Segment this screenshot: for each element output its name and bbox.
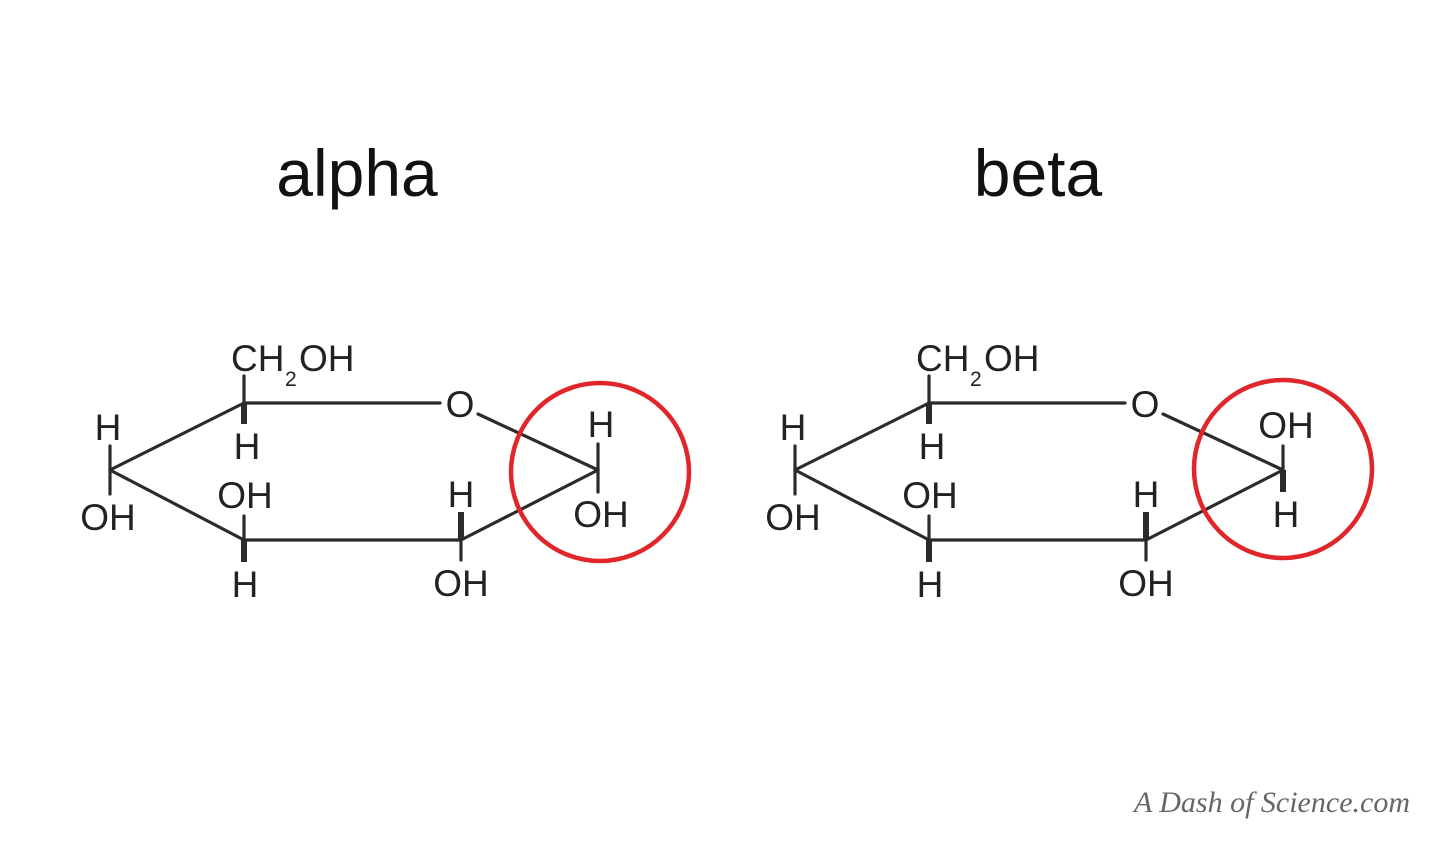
beta-ch2oh-sub: 2 [970,368,982,391]
beta-bond-c4-c3 [793,468,931,542]
beta-ch2oh-oh: OH [984,338,1040,379]
beta-structure: beta CH 2 OH O H OH H OH H H OH OH H [765,136,1375,605]
beta-c3-oh: OH [902,475,958,516]
beta-c2-oh: OH [1118,563,1174,604]
beta-bond-o-c1 [1161,412,1285,472]
alpha-bond-c4-c3 [108,468,246,542]
alpha-c4-oh: OH [80,497,136,538]
alpha-c1-top: H [588,404,615,445]
alpha-c4-h: H [95,407,122,448]
alpha-title: alpha [276,136,438,210]
beta-c1-bottom: H [1273,494,1300,535]
beta-ring-o: O [1131,384,1160,425]
alpha-c2-h: H [448,474,475,515]
beta-c4-oh: OH [765,497,821,538]
alpha-bond-c5-c4 [108,401,246,472]
beta-bond-c2-c1 [1144,468,1285,542]
alpha-ch2oh-oh: OH [299,338,355,379]
alpha-c1-bottom: OH [573,494,629,535]
alpha-c3-oh: OH [217,475,273,516]
beta-c3-h: H [917,564,944,605]
alpha-c2-oh: OH [433,563,489,604]
beta-c1-top: OH [1258,405,1314,446]
beta-c5-h: H [919,426,946,467]
beta-bond-c5-c4 [793,401,931,472]
alpha-ch2oh-sub: 2 [285,368,297,391]
alpha-ring-o: O [446,384,475,425]
alpha-bond-o-c1 [476,412,600,472]
beta-c2-h: H [1133,474,1160,515]
alpha-ch2oh-ch: CH [231,338,284,379]
alpha-c5-h: H [234,426,261,467]
credit-watermark: A Dash of Science.com [1132,786,1410,819]
alpha-c3-h: H [232,564,259,605]
beta-ch2oh-ch: CH [916,338,969,379]
beta-highlight-circle [1191,377,1375,561]
alpha-bond-c2-c1 [459,468,600,542]
beta-c4-h: H [780,407,807,448]
alpha-highlight-circle [508,380,692,564]
beta-title: beta [974,136,1103,210]
alpha-structure: alpha CH 2 OH O H OH H OH H H OH H OH [80,136,692,605]
